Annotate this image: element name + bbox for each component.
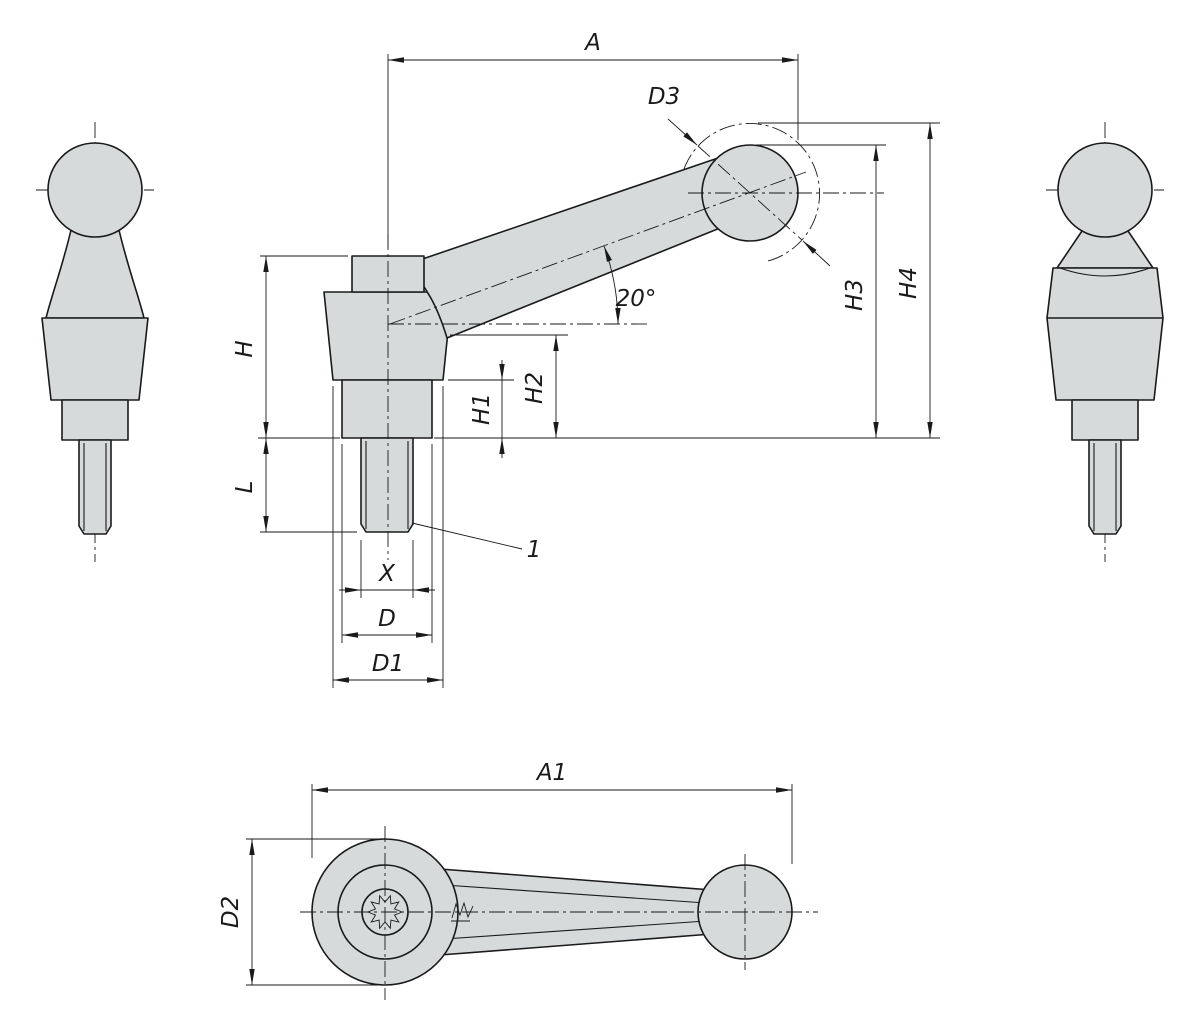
threaded-stud — [360, 437, 414, 533]
base-bushing — [61, 399, 129, 441]
dimension-H1: H1 — [448, 360, 514, 458]
arm-chamfer-edges — [443, 884, 707, 940]
centerline-arm-axis — [389, 171, 807, 325]
thread-lines — [1093, 443, 1117, 531]
dimension-D3: D3 — [648, 84, 831, 267]
lever-hub — [1046, 267, 1164, 401]
thread-lines — [83, 443, 107, 531]
dim-label-X: X — [378, 561, 396, 587]
dimension-D: D — [341, 444, 433, 643]
main-view — [323, 144, 884, 560]
dim-label-H3: H3 — [842, 279, 868, 311]
stamp-mark-strokes — [451, 901, 474, 919]
base-bushing — [341, 379, 433, 439]
dimension-H4: H4 — [758, 122, 940, 438]
angle-arc — [603, 245, 621, 325]
ball-knob — [1057, 142, 1153, 238]
side-view-left — [36, 122, 154, 562]
dimension-X: X — [339, 540, 435, 598]
ball-knob — [47, 142, 143, 238]
dim-label-H2: H2 — [522, 372, 548, 404]
dim-label-A: A — [583, 30, 601, 56]
dim-label-D2: D2 — [218, 896, 244, 928]
dimension-angle-20: 20° — [603, 245, 657, 325]
lever-neck — [45, 229, 145, 319]
lever-arm — [404, 157, 726, 339]
stamp-mark-icon — [451, 901, 474, 922]
swing-circle-d3 — [683, 123, 820, 262]
threaded-stud — [78, 439, 112, 535]
dim-label-angle: 20° — [616, 286, 657, 312]
dim-label-D1: D1 — [372, 651, 404, 677]
callout-label-1: 1 — [527, 537, 542, 563]
centerline-d3-diameter — [697, 145, 803, 241]
dim-label-H4: H4 — [896, 267, 922, 299]
dim-label-D3: D3 — [648, 84, 680, 110]
threaded-stud — [1088, 439, 1122, 535]
extension-line — [341, 444, 433, 643]
callout-1: 1 — [411, 522, 542, 563]
dim-label-A1: A1 — [535, 760, 567, 786]
extension-line — [311, 784, 793, 864]
extension-line — [246, 838, 380, 986]
dimension-L: L — [232, 438, 357, 533]
dim-label-H1: H1 — [469, 393, 495, 425]
lever-hub — [41, 317, 149, 401]
side-view-right — [1046, 122, 1164, 562]
cap-ellipse-edge — [1059, 267, 1151, 277]
dimensions-main: A D3 20° H3 H4 H — [232, 30, 940, 688]
extension-line — [332, 386, 444, 688]
dim-label-H: H — [232, 340, 258, 357]
dimension-A: A — [387, 30, 799, 248]
leader-line — [411, 522, 523, 550]
dimension-H: H — [232, 255, 348, 438]
base-bushing — [1071, 399, 1139, 441]
thread-lines — [365, 441, 409, 529]
leader-line — [802, 240, 831, 267]
leader-line — [667, 118, 698, 146]
top-view: A1 D2 — [218, 760, 818, 1000]
dimension-D2: D2 — [218, 838, 380, 986]
dimension-H2: H2 — [450, 334, 568, 438]
dimension-D1: D1 — [332, 386, 444, 688]
dimension-A1: A1 — [311, 760, 793, 864]
dimension-H3: H3 — [756, 144, 886, 438]
dim-label-L: L — [232, 481, 258, 494]
dim-label-D: D — [378, 606, 396, 632]
